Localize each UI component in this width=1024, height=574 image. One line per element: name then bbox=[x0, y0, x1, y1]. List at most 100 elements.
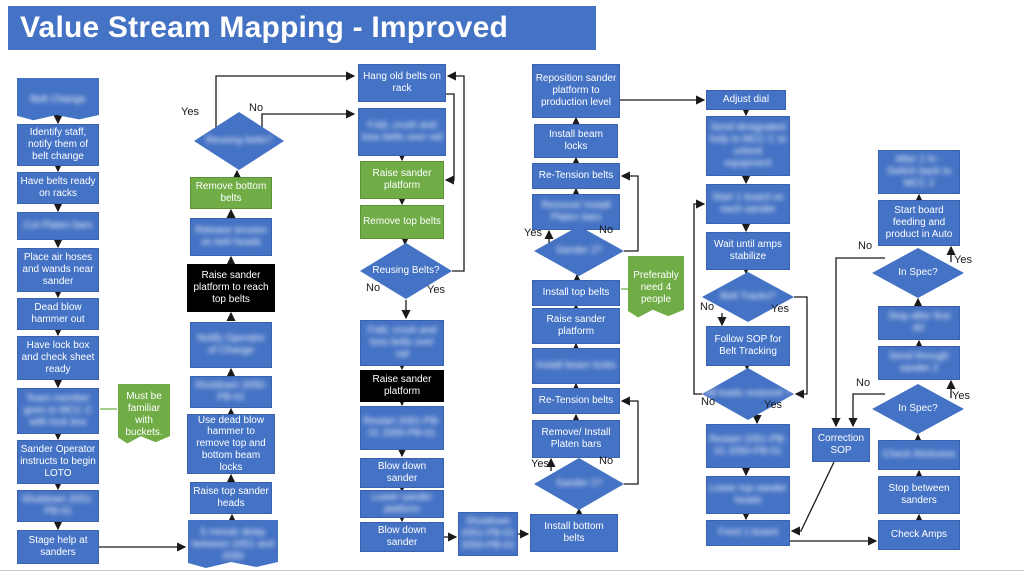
node-label-fold-crush-2: Fold, crush and toss belts over rail bbox=[367, 325, 437, 360]
node-label-sander-operator-loto: Sander Operator instructs to begin LOTO bbox=[20, 444, 96, 479]
node-fold-crush-2: Fold, crush and toss belts over rail bbox=[360, 320, 444, 366]
node-remove-install-platen-2: Remove/ Install Platen bars bbox=[532, 420, 620, 458]
node-re-tension-belts-1: Re-Tension belts bbox=[532, 163, 620, 189]
node-stop-first-40: Stop after first 40' bbox=[878, 306, 960, 340]
edge-label-yes-0: Yes bbox=[181, 106, 199, 118]
flow-connector bbox=[620, 396, 639, 485]
node-install-beam-locks-2: Install beam locks bbox=[532, 348, 620, 384]
node-adjust-dial: Adjust dial bbox=[706, 90, 786, 110]
edge-label-yes-4: Yes bbox=[524, 227, 542, 239]
node-label-place-air-hoses: Place air hoses and wands near sander bbox=[22, 252, 94, 287]
node-re-tension-belts-2: Re-Tension belts bbox=[532, 388, 620, 414]
node-fold-crush-1: Fold, crush and toss belts over rail bbox=[358, 108, 446, 156]
node-have-lock-box: Have lock box and check sheet ready bbox=[17, 336, 99, 380]
node-start-1-board: Start 1 board on each sander bbox=[706, 184, 790, 224]
node-label-correction-sop: Correction SOP bbox=[817, 433, 865, 456]
node-cut-platen-bars: Cut Platen bars bbox=[17, 212, 99, 240]
node-identify-staff: Identify staff, notify them of belt chan… bbox=[17, 124, 99, 166]
edge-label-yes-11: Yes bbox=[764, 399, 782, 411]
node-label-sander-2-upper: Sander 2? bbox=[555, 245, 603, 257]
flow-connector bbox=[444, 93, 455, 185]
node-label-stage-help: Stage help at sanders bbox=[28, 535, 88, 558]
node-remove-top-belts: Remove top belts bbox=[360, 205, 444, 239]
node-label-raise-platform-black: Raise sander platform bbox=[372, 374, 432, 397]
node-label-restart-both-a: Restart 2051-PB-01 2050-PB-01 bbox=[363, 416, 441, 439]
node-label-belt-tracks: Belt Tracks? bbox=[720, 291, 776, 303]
node-label-shutdown-both: Shutdown 2051-PB-01 2050-PB-01 bbox=[461, 516, 515, 551]
flow-connector bbox=[620, 171, 639, 252]
node-raise-platform-reach: Raise sander platform to reach top belts bbox=[187, 264, 275, 312]
edge-label-no-12: No bbox=[858, 240, 873, 252]
node-belt-change: Belt Change bbox=[17, 78, 99, 121]
node-team-member-mcc: Team member goes to MCC C with lock box bbox=[17, 388, 99, 434]
node-label-follow-sop: Follow SOP for Belt Tracking bbox=[714, 334, 782, 357]
node-correction-sop: Correction SOP bbox=[812, 428, 870, 462]
node-label-remove-top-belts: Remove top belts bbox=[363, 216, 441, 228]
node-check-amps: Check Amps bbox=[878, 520, 960, 550]
edge-label-no-2: No bbox=[366, 282, 381, 294]
node-follow-sop: Follow SOP for Belt Tracking bbox=[706, 326, 790, 366]
edge-label-no-5: No bbox=[599, 224, 614, 236]
node-label-start-1-board: Start 1 board on each sander bbox=[712, 192, 784, 215]
node-use-dead-blow: Use dead blow hammer to remove top and b… bbox=[187, 414, 275, 474]
node-label-have-lock-box: Have lock box and check sheet ready bbox=[21, 340, 95, 375]
node-label-re-tension-belts-1: Re-Tension belts bbox=[538, 170, 614, 182]
node-lower-top-heads: Lower top sander heads bbox=[706, 476, 790, 514]
node-wait-amps-stabilize: Wait until amps stabilize bbox=[706, 232, 790, 270]
node-label-after-switch-mcc: After 1 hr - Switch back to MCC 2 bbox=[886, 154, 952, 189]
node-shutdown-both: Shutdown 2051-PB-01 2050-PB-01 bbox=[458, 512, 518, 556]
node-label-stop-first-40: Stop after first 40' bbox=[887, 311, 951, 334]
node-label-raise-platform-green: Raise sander platform bbox=[372, 168, 432, 191]
page-title: Value Stream Mapping - Improved bbox=[8, 6, 596, 50]
node-label-remove-bottom-belts: Remove bottom belts bbox=[195, 181, 267, 204]
node-label-in-spec-lower: In Spec? bbox=[898, 403, 938, 415]
node-label-must-be-familiar: Must be familiar with buckets. bbox=[125, 391, 163, 438]
node-label-team-member-mcc: Team member goes to MCC C with lock box bbox=[23, 393, 93, 428]
node-label-raise-top-heads: Raise top sander heads bbox=[193, 486, 269, 509]
node-install-bottom-belts: Install bottom belts bbox=[530, 514, 618, 552]
node-raise-platform-mid: Raise sander platform bbox=[532, 308, 620, 344]
node-send-designated-help: Send designated help to MCC C to unlock … bbox=[706, 116, 790, 176]
node-label-in-spec-upper: In Spec? bbox=[898, 267, 938, 279]
node-label-raise-platform-reach: Raise sander platform to reach top belts bbox=[193, 270, 269, 305]
node-label-shutdown-2050: Shutdown 2050-PB-01 bbox=[194, 380, 268, 403]
node-stop-between-sanders: Stop between sanders bbox=[878, 476, 960, 514]
node-label-dead-blow-hammer-out: Dead blow hammer out bbox=[31, 302, 85, 325]
node-label-all-loads-restored: All loads restored ? bbox=[705, 388, 791, 400]
node-label-lower-sander-platform: Lower sander platform bbox=[371, 492, 433, 515]
node-label-raise-platform-mid: Raise sander platform bbox=[546, 314, 606, 337]
node-raise-platform-green: Raise sander platform bbox=[360, 161, 444, 199]
node-in-spec-upper: In Spec? bbox=[872, 248, 964, 298]
slide-bottom-divider bbox=[0, 570, 1024, 571]
node-restart-both-b: Restart 2051-PB-01 2050-PB-01 bbox=[706, 424, 790, 468]
node-shutdown-2051: Shutdown 2051-PB-01 bbox=[17, 490, 99, 522]
node-restart-both-a: Restart 2051-PB-01 2050-PB-01 bbox=[360, 406, 444, 450]
node-dead-blow-hammer-out: Dead blow hammer out bbox=[17, 298, 99, 330]
edge-label-no-8: No bbox=[700, 301, 715, 313]
edge-label-yes-6: Yes bbox=[531, 458, 549, 470]
node-label-blow-down-sander-1: Blow down sander bbox=[377, 461, 427, 484]
node-release-tension: Release tension on belt heads bbox=[190, 218, 272, 256]
edge-label-yes-3: Yes bbox=[427, 284, 445, 296]
node-label-wait-amps-stabilize: Wait until amps stabilize bbox=[714, 239, 782, 262]
node-label-lower-top-heads: Lower top sander heads bbox=[709, 483, 787, 506]
node-label-belt-change: Belt Change bbox=[30, 94, 86, 106]
edge-label-no-10: No bbox=[701, 396, 716, 408]
node-label-start-board-feeding: Start board feeding and product in Auto bbox=[885, 205, 953, 240]
node-label-send-designated-help: Send designated help to MCC C to unlock … bbox=[709, 122, 787, 169]
node-label-notify-change: Notify Operator of Change bbox=[197, 333, 265, 356]
flow-connector bbox=[831, 257, 885, 428]
flow-connector bbox=[693, 199, 706, 395]
flow-connector bbox=[446, 71, 465, 272]
node-label-sander-2-lower: Sander 2? bbox=[555, 478, 603, 490]
node-check-thickness: Check thickness bbox=[878, 440, 960, 470]
node-label-use-dead-blow: Use dead blow hammer to remove top and b… bbox=[196, 414, 266, 473]
flow-connector bbox=[794, 296, 808, 399]
node-label-adjust-dial: Adjust dial bbox=[722, 94, 770, 106]
node-notify-change: Notify Operator of Change bbox=[190, 322, 272, 368]
node-have-belts-ready: Have belts ready on racks bbox=[17, 172, 99, 204]
flow-connector bbox=[261, 109, 356, 128]
node-label-cut-platen-bars: Cut Platen bars bbox=[23, 220, 93, 232]
edge-label-yes-9: Yes bbox=[771, 303, 789, 315]
edge-label-yes-13: Yes bbox=[954, 254, 972, 266]
